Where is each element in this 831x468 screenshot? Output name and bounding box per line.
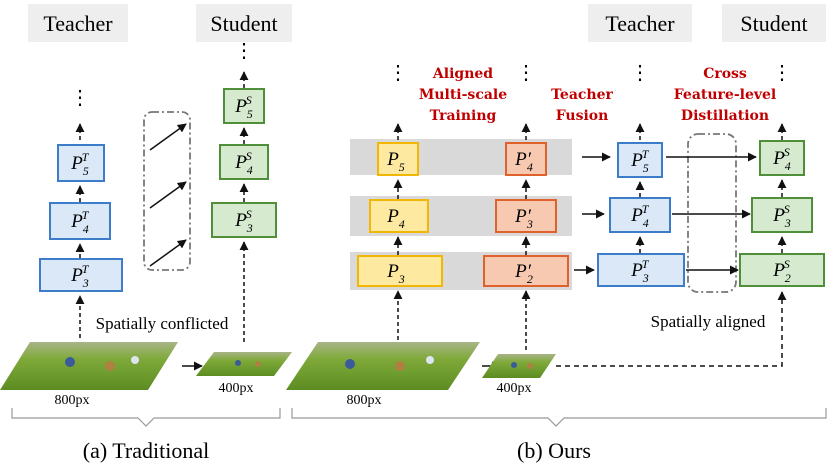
input-image-800px bbox=[0, 342, 178, 390]
caption-traditional: (a) Traditional bbox=[83, 438, 210, 463]
left-student-p3-box: P3S bbox=[211, 202, 277, 238]
svg-text:⋮: ⋮ bbox=[630, 62, 650, 84]
student-header-bg bbox=[722, 4, 826, 42]
svg-text:P5: P5 bbox=[386, 149, 405, 174]
orange-p3-box: P′3 bbox=[495, 199, 557, 233]
mapping-arrow bbox=[149, 123, 187, 151]
svg-text:P3S: P3S bbox=[772, 202, 791, 230]
orange-p2-box: P′2 bbox=[483, 255, 569, 287]
student-input-path bbox=[556, 291, 787, 367]
svg-text:P5T: P5T bbox=[70, 150, 90, 178]
right-teacher-p5-box: P5T bbox=[617, 142, 663, 178]
svg-text:⋮: ⋮ bbox=[516, 62, 536, 84]
heading-fusion-line1: Teacher bbox=[551, 87, 613, 103]
input-size-large: 800px bbox=[347, 393, 382, 408]
input-image-400px bbox=[482, 354, 556, 378]
svg-text:P3T: P3T bbox=[630, 257, 650, 285]
heading-cross-line3: Distillation bbox=[681, 108, 769, 124]
svg-text:P5T: P5T bbox=[630, 147, 650, 175]
input-image-400px bbox=[196, 352, 292, 376]
teacher-header-bg bbox=[588, 4, 692, 42]
svg-text:P3S: P3S bbox=[234, 207, 253, 235]
svg-text:P4S: P4S bbox=[772, 145, 791, 173]
heading-cross-line2: Feature-level bbox=[674, 87, 776, 103]
svg-text:⋮: ⋮ bbox=[388, 62, 408, 84]
right-teacher-p3-box: P3T bbox=[597, 253, 685, 287]
heading-aligned-line1: Aligned bbox=[432, 66, 493, 82]
svg-text:P4T: P4T bbox=[70, 208, 90, 236]
right-teacher-p4-box: P4T bbox=[609, 197, 671, 233]
spatially-conflicted-note: Spatially conflicted bbox=[96, 314, 229, 333]
heading-cross-line1: Cross bbox=[703, 66, 747, 82]
heading-aligned-line2: Multi-scale bbox=[419, 87, 507, 103]
teacher-header-bg bbox=[28, 4, 128, 42]
yellow-p4-box: P4 bbox=[369, 199, 429, 233]
teacher-header: Teacher bbox=[605, 11, 675, 36]
left-teacher-p4-box: P4T bbox=[49, 202, 111, 240]
left-mapping-bracket bbox=[143, 111, 191, 271]
svg-text:P′2: P′2 bbox=[514, 261, 533, 286]
student-header: Student bbox=[740, 11, 807, 36]
input-size-small: 400px bbox=[497, 381, 532, 396]
spatially-aligned-note: Spatially aligned bbox=[651, 312, 766, 331]
caption-ours: (b) Ours bbox=[517, 438, 591, 463]
svg-text:P5S: P5S bbox=[234, 93, 253, 121]
right-student-p3-box: P3S bbox=[751, 197, 813, 233]
svg-text:P2S: P2S bbox=[772, 257, 791, 285]
svg-text:P4T: P4T bbox=[630, 202, 650, 230]
svg-text:P′3: P′3 bbox=[514, 206, 533, 231]
left-student-p4-box: P4S bbox=[219, 144, 269, 180]
svg-text:P4: P4 bbox=[386, 206, 405, 231]
heading-aligned-line3: Training bbox=[430, 108, 497, 124]
right-distillation-bracket bbox=[687, 133, 737, 293]
student-header-bg bbox=[196, 4, 292, 42]
right-brace bbox=[291, 408, 827, 427]
input-size-small: 400px bbox=[219, 381, 254, 396]
svg-text:P′4: P′4 bbox=[514, 149, 533, 174]
svg-text:P4S: P4S bbox=[234, 149, 253, 177]
heading-fusion-line2: Fusion bbox=[556, 108, 609, 124]
orange-p4-box: P′4 bbox=[505, 142, 547, 176]
svg-text:P3: P3 bbox=[386, 261, 405, 286]
mapping-arrow bbox=[149, 239, 187, 267]
yellow-p3-box: P3 bbox=[357, 255, 443, 287]
left-teacher-p3-box: P3T bbox=[39, 258, 123, 292]
right-student-p2-box: P2S bbox=[739, 253, 825, 287]
svg-text:P3T: P3T bbox=[70, 262, 90, 290]
svg-text:⋮: ⋮ bbox=[234, 40, 254, 62]
left-brace bbox=[11, 408, 281, 427]
student-header: Student bbox=[210, 11, 277, 36]
yellow-p5-box: P5 bbox=[377, 142, 419, 176]
input-size-large: 800px bbox=[55, 393, 90, 408]
input-image-800px bbox=[286, 342, 480, 390]
right-student-p4-box: P4S bbox=[759, 140, 805, 176]
left-student-p5-box: P5S bbox=[223, 88, 265, 124]
svg-text:⋮: ⋮ bbox=[772, 62, 792, 84]
ellipsis: ⋮ bbox=[70, 87, 90, 109]
left-teacher-p5-box: P5T bbox=[57, 144, 105, 182]
mapping-arrow bbox=[149, 181, 187, 209]
teacher-header: Teacher bbox=[43, 11, 113, 36]
